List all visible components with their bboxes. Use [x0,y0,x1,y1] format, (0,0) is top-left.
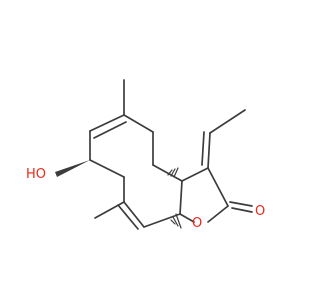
carbonyl-oxygen-label: O [255,204,265,219]
hashed-bond-lower [170,213,182,229]
wedge-bond-hydroxyl [55,160,90,177]
molecule-structure: HO O O [26,79,265,231]
macrocycle-bonds [89,79,183,230]
lactone-ring-bonds [179,167,253,223]
ring-oxygen-label: O [192,216,202,231]
hashed-bond-upper [167,167,179,178]
methylene-group [201,109,246,169]
hydroxyl-label: HO [26,167,46,182]
